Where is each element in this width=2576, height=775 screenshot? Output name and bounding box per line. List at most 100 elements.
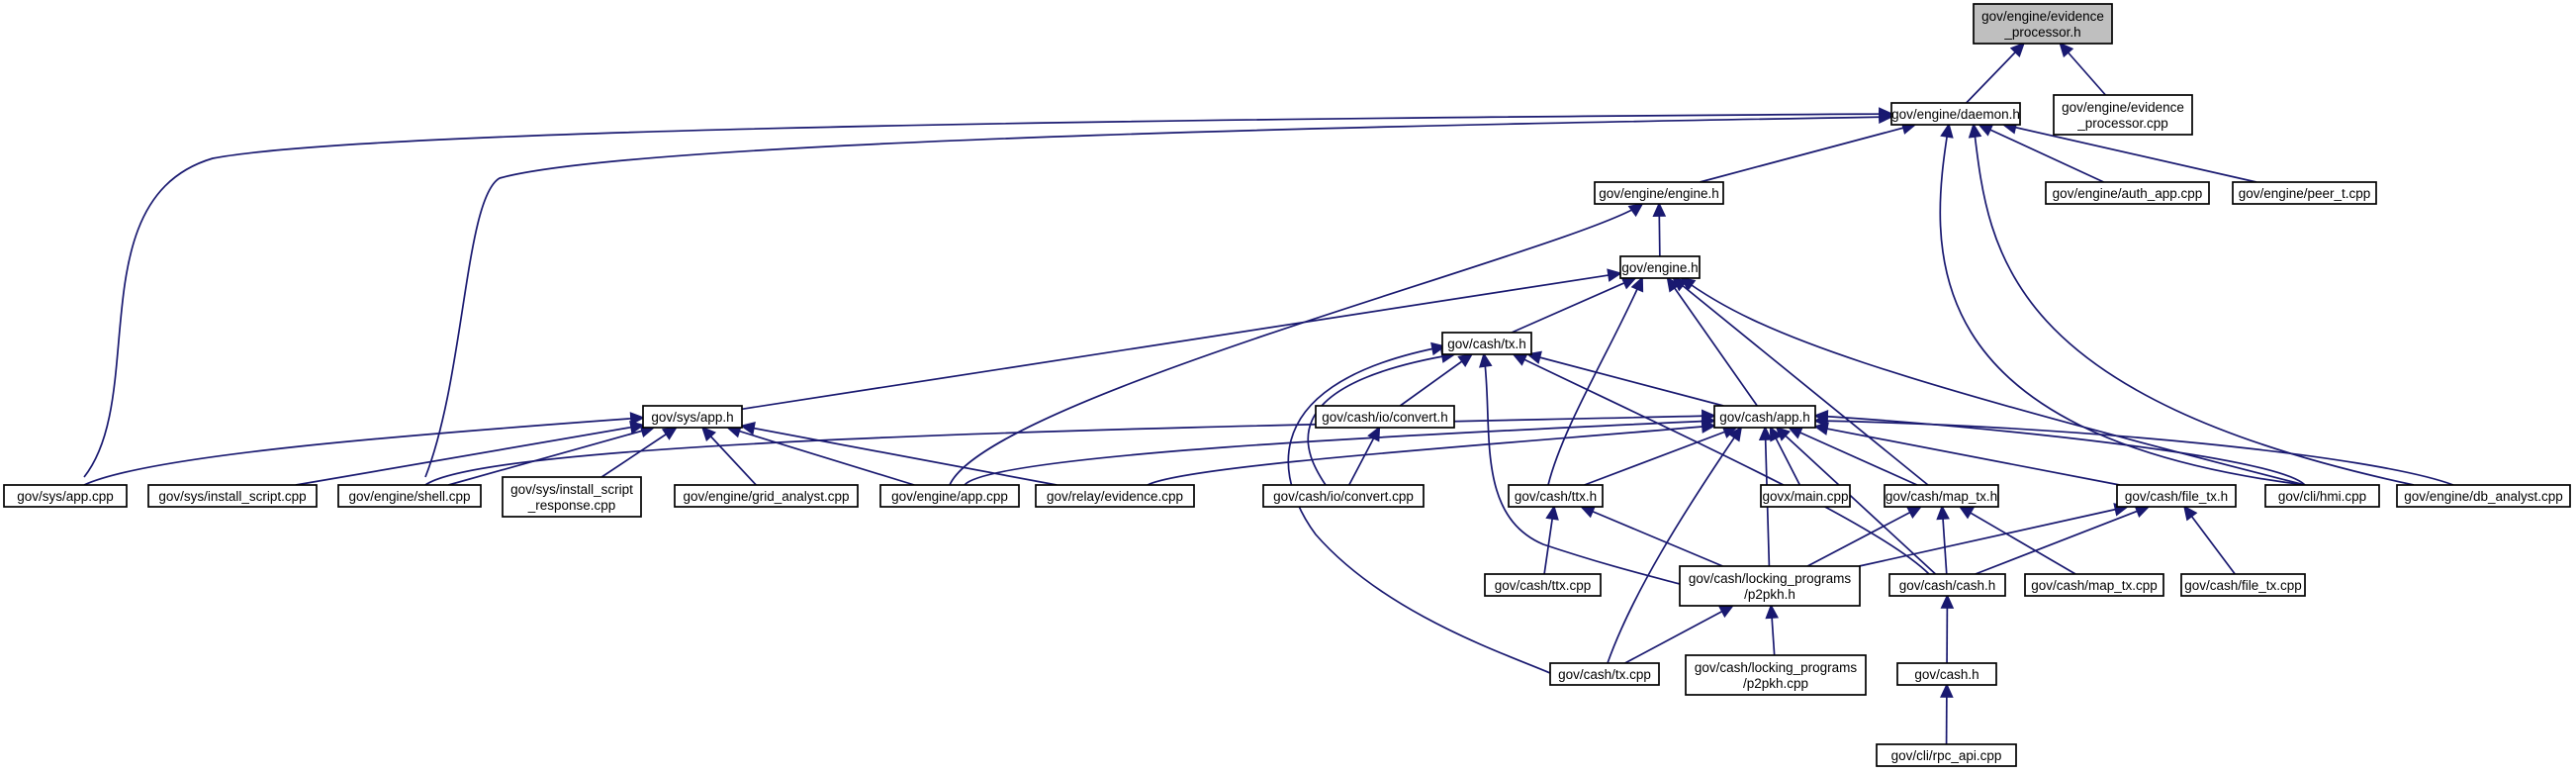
edge-line [1814,425,2120,486]
node-label: gov/engine/evidence [2062,100,2184,115]
edge-map_tx_h-to-p2pkh_h [1806,506,1923,567]
node-box [1508,484,1604,508]
node-label: gov/cash/map_tx.h [1886,489,1997,504]
node-daemon-h[interactable]: gov/engine/daemon.h [1890,102,2021,126]
node-p2pkh-cpp[interactable]: gov/cash/locking_programs/p2pkh.cpp [1685,654,1867,696]
node-box [1888,573,2006,597]
edge-line [1859,506,2128,567]
edge-line [1584,427,1737,486]
edge-sys_app_h-to-install_script_resp_cpp [600,426,679,478]
node-cash-tx-cpp[interactable]: gov/cash/tx.cpp [1549,662,1660,686]
node-relay-evidence-cpp[interactable]: gov/relay/evidence.cpp [1035,484,1195,508]
edge-line [1147,425,1715,486]
edge-engine_h-to-map_tx_h [1671,276,1929,486]
edge-evp_h-to-daemon_h [1966,42,2026,104]
edge-cash_app_h-to-ttx_h [1584,426,1738,486]
arrowhead-icon [1758,425,1773,441]
edge-line [295,424,644,486]
node-label: gov/sys/install_script.cpp [158,489,306,504]
node-file-tx-cpp[interactable]: gov/cash/file_tx.cpp [2180,573,2306,597]
edge-daemon_h-to-engine_engine_h [1700,121,1917,183]
node-map-tx-cpp[interactable]: gov/cash/map_tx.cpp [2024,573,2164,597]
edge-line [600,427,677,478]
node-sys-app-h[interactable]: gov/sys/app.h [642,405,743,429]
node-engine-engine-h[interactable]: gov/engine/engine.h [1594,181,1724,205]
edge-line [1511,277,1636,334]
edge-cash_app_h-to-relay_evidence_cpp [1147,420,1717,486]
node-label: /p2pkh.h [1744,587,1795,602]
edge-cash_tx_h-to-cash_cash_h [1512,353,1930,575]
node-label: govx/main.cpp [1762,489,1848,504]
edge-cash_app_h-to-shell_cpp [424,409,1717,486]
arrowhead-icon [2183,505,2198,522]
node-box [1262,484,1425,508]
node-label: /p2pkh.cpp [1743,676,1808,691]
node-box [2024,573,2164,597]
edge-daemon_h-to-db_analyst_cpp [1968,122,2415,486]
node-install-script-cpp[interactable]: gov/sys/install_script.cpp [147,484,318,508]
node-cash-app-h[interactable]: gov/cash/app.h [1713,405,1816,429]
node-box [2264,484,2380,508]
arrowhead-icon [1666,276,1681,293]
node-io-convert-cpp[interactable]: gov/cash/io/convert.cpp [1262,484,1425,508]
node-govx-main-cpp[interactable]: govx/main.cpp [1760,484,1851,508]
edge-line [1776,427,1937,575]
node-cash-h[interactable]: gov/cash.h [1896,662,1997,686]
node-map-tx-h[interactable]: gov/cash/map_tx.h [1884,484,1999,508]
node-rpc-api-cpp[interactable]: gov/cli/rpc_api.cpp [1876,743,2017,767]
node-label: gov/cli/hmi.cpp [2278,489,2366,504]
node-ttx-cpp[interactable]: gov/cash/ttx.cpp [1484,573,1602,597]
edge-line [83,417,644,486]
node-label: gov/engine/shell.cpp [348,489,470,504]
node-auth-app-cpp[interactable]: gov/engine/auth_app.cpp [2045,181,2210,205]
node-cash-cash-h[interactable]: gov/cash/cash.h [1888,573,2006,597]
node-ttx-h[interactable]: gov/cash/ttx.h [1508,484,1604,508]
node-label: gov/engine.h [1621,260,1698,275]
edge-line [1624,605,1733,664]
node-box [2232,181,2377,205]
node-io-convert-h[interactable]: gov/cash/io/convert.h [1315,405,1455,429]
node-evp-h[interactable]: gov/engine/evidence_processor.h [1973,3,2113,45]
node-cash-tx-h[interactable]: gov/cash/tx.h [1441,332,1532,355]
edge-line [1681,277,2306,486]
node-db-analyst-cpp[interactable]: gov/engine/db_analyst.cpp [2396,484,2571,508]
node-hmi-cpp[interactable]: gov/cli/hmi.cpp [2264,484,2380,508]
edge-cash_tx_h-to-p2pkh_h [1479,351,1681,585]
node-install-script-resp-cpp[interactable]: gov/sys/install_script_response.cpp [502,476,642,518]
node-label: _processor.h [2003,25,2080,40]
node-label: gov/engine/engine.h [1599,186,1719,201]
node-box [2053,94,2193,136]
node-peer-t-cpp[interactable]: gov/engine/peer_t.cpp [2232,181,2377,205]
edge-file_tx_h-to-file_tx_cpp [2183,505,2236,575]
node-file-tx-h[interactable]: gov/cash/file_tx.h [2116,484,2237,508]
edge-daemon_h-to-sys_app_cpp [83,107,1894,478]
node-box [1594,181,1724,205]
edge-cash_app_h-to-db_analyst_cpp [1812,414,2454,486]
arrowhead-icon [629,421,646,435]
node-label: _processor.cpp [2076,116,2168,131]
node-p2pkh-h[interactable]: gov/cash/locking_programs/p2pkh.h [1679,565,1861,607]
edge-engine_engine_h-to-engine_h [1652,201,1667,257]
edge-line [1959,506,2076,575]
edge-engine_h-to-cash_tx_h [1511,276,1637,334]
node-label: gov/cash/app.h [1719,410,1810,425]
node-box [3,484,128,508]
edge-line [1975,506,2150,575]
node-evp-cpp[interactable]: gov/engine/evidence_processor.cpp [2053,94,2193,136]
arrowhead-icon [1545,504,1559,521]
node-box [642,405,743,429]
node-sys-app-cpp[interactable]: gov/sys/app.cpp [3,484,128,508]
arrowhead-icon [1630,276,1644,293]
edge-map_tx_h-to-cash_cash_h [1936,504,1950,575]
node-label: gov/engine/auth_app.cpp [2053,186,2203,201]
node-engine-app-cpp[interactable]: gov/engine/app.cpp [879,484,1020,508]
node-engine-h[interactable]: gov/engine.h [1619,255,1701,279]
arrowhead-icon [1978,124,1994,137]
node-grid-analyst-cpp[interactable]: gov/engine/grid_analyst.cpp [674,484,859,508]
node-shell-cpp[interactable]: gov/engine/shell.cpp [337,484,482,508]
arrowhead-icon [2059,42,2074,58]
edge-line [1513,353,1930,575]
node-box [1760,484,1851,508]
edge-engine_h-to-ttx_h [1547,276,1644,486]
arrowhead-icon [1940,682,1954,698]
